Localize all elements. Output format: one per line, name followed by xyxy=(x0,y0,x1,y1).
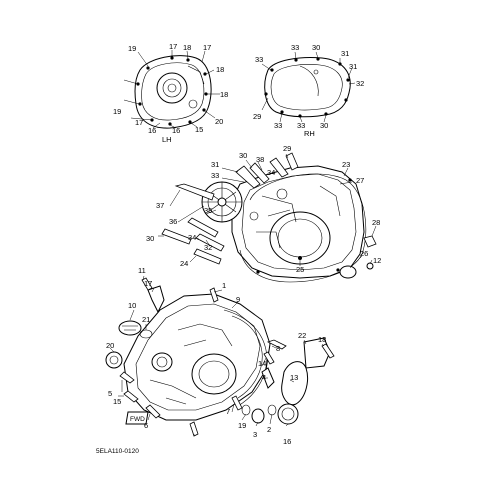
callout-5: 4 xyxy=(262,373,266,382)
callout-32: 32 xyxy=(356,79,364,88)
callout-28: 28 xyxy=(372,218,380,227)
callout-18: 18 xyxy=(183,43,191,52)
rh-crankcase-cover xyxy=(231,165,367,283)
callout-31: 31 xyxy=(349,62,357,71)
drawing-code: 5ELA110-0120 xyxy=(96,448,139,455)
callout-33: 33 xyxy=(274,121,282,130)
callout-10: 21 xyxy=(142,315,150,324)
callout-4: 13 xyxy=(290,373,298,382)
inset-label-lh: LH xyxy=(162,135,172,144)
oil-pump-gear xyxy=(201,181,243,223)
callout-19: 19 xyxy=(128,44,136,53)
callout-25: 26 xyxy=(360,249,368,258)
callout-8: 20 xyxy=(106,341,114,350)
callout-7: 19 xyxy=(238,421,246,430)
callout-34: 32 xyxy=(204,243,212,252)
callout-19: 19 xyxy=(113,107,121,116)
callout-36: 36 xyxy=(169,217,177,226)
callout-17: 17 xyxy=(203,43,211,52)
callout-15: 15 xyxy=(195,125,203,134)
inset-label-rh: RH xyxy=(304,129,315,138)
callout-18: 8 xyxy=(276,344,280,353)
fwd-label: FWD xyxy=(130,416,145,423)
callout-30: 34 xyxy=(188,233,196,242)
callout-2: 16 xyxy=(283,437,291,446)
callout-17: 17 xyxy=(135,118,143,127)
callout-30: 30 xyxy=(320,121,328,130)
rh-cover-inset xyxy=(261,51,356,123)
callout-22: 18 xyxy=(318,335,326,344)
callout-29: 29 xyxy=(283,144,291,153)
callout-17: 1 xyxy=(222,281,226,290)
callout-1: 9 xyxy=(236,295,240,304)
callout-31: 30 xyxy=(146,234,154,243)
callout-32: 24 xyxy=(180,259,188,268)
callout-19: 6 xyxy=(144,421,148,430)
callout-24: 25 xyxy=(296,265,304,274)
callout-20: 14 xyxy=(258,359,266,368)
callout-33: 33 xyxy=(255,55,263,64)
bottom-leaders xyxy=(109,275,325,436)
middle-bolts xyxy=(161,152,377,279)
middle-leaders xyxy=(158,153,377,269)
callout-30: 30 xyxy=(312,43,320,52)
callout-31: 31 xyxy=(341,49,349,58)
callout-9: 10 xyxy=(128,301,136,310)
callout-13: 15 xyxy=(113,397,121,406)
lh-crankcase-cover xyxy=(123,293,271,421)
callout-16: 16 xyxy=(148,126,156,135)
callout-18: 18 xyxy=(220,90,228,99)
callout-17: 17 xyxy=(169,42,177,51)
callout-14: 5 xyxy=(108,389,112,398)
callout-33: 33 xyxy=(211,171,219,180)
fwd-badge: FWD xyxy=(125,411,149,425)
callout-21: 22 xyxy=(298,331,306,340)
callout-35: 35 xyxy=(204,206,212,215)
callout-6: 3 xyxy=(253,430,257,439)
callout-26: 12 xyxy=(373,256,381,265)
callout-16: 16 xyxy=(172,126,180,135)
callout-29: 29 xyxy=(253,112,261,121)
callout-34: 34 xyxy=(267,168,275,177)
callout-15: 7 xyxy=(226,407,230,416)
callout-18: 18 xyxy=(216,65,224,74)
callout-12: 11 xyxy=(138,266,146,275)
callout-38: 38 xyxy=(256,155,264,164)
callout-37: 37 xyxy=(156,201,164,210)
callout-23: 23 xyxy=(342,160,350,169)
lh-cover-inset xyxy=(123,50,220,129)
callout-27: 27 xyxy=(356,176,364,185)
callout-33: 33 xyxy=(291,43,299,52)
callout-20: 20 xyxy=(215,117,223,126)
callout-11: 17 xyxy=(144,279,152,288)
callout-30: 30 xyxy=(239,151,247,160)
callout-33: 33 xyxy=(297,121,305,130)
callout-3: 2 xyxy=(267,425,271,434)
callout-33: 31 xyxy=(211,160,219,169)
